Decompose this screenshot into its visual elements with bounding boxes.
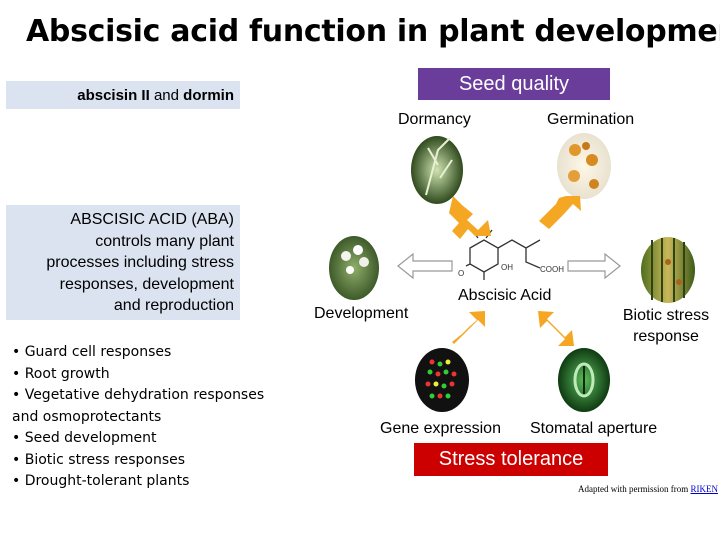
aba-summary-line: responses, development — [59, 275, 234, 293]
gene-expression-image — [415, 348, 469, 412]
development-image — [329, 236, 379, 300]
biotic-stress-label: Biotic stress response — [614, 305, 718, 347]
bullet-item: • Biotic stress responses — [12, 451, 186, 468]
credit-prefix: Adapted with permission from — [578, 484, 691, 494]
seed-quality-box: Seed quality — [418, 68, 610, 100]
bullet-item: • Root growth — [12, 365, 110, 382]
gene-expression-label: Gene expression — [380, 420, 501, 437]
biotic-stress-line: Biotic stress — [622, 307, 710, 324]
page-title: Abscisic acid function in plant developm… — [26, 14, 720, 49]
arrow-to-biotic-stress — [567, 252, 621, 280]
aba-summary-line: processes including stress — [46, 254, 234, 271]
stress-tolerance-box: Stress tolerance — [414, 443, 608, 476]
molecule-label-o: O — [458, 269, 464, 278]
molecule-label-cooh: COOH — [540, 265, 564, 274]
molecule-label-oh: OH — [501, 263, 513, 272]
abscisic-acid-label: Abscisic Acid — [458, 287, 552, 304]
aba-summary-line: controls many plant — [95, 232, 234, 250]
riken-link[interactable]: RIKEN — [690, 484, 718, 494]
synonyms-panel: abscisin II and dormin — [6, 81, 240, 109]
arrow-to-stomatal-aperture — [538, 311, 574, 346]
aba-summary-text: ABSCISIC ACID (ABA) controls many plant … — [10, 209, 234, 317]
bullet-item: • Guard cell responses — [12, 344, 172, 360]
bullet-item: • Vegetative dehydration responses — [12, 387, 265, 403]
abscisic-acid-molecule — [465, 229, 541, 280]
synonyms-text: abscisin II and dormin — [6, 87, 234, 104]
development-label: Development — [314, 305, 409, 322]
stomatal-aperture-label: Stomatal aperture — [530, 420, 658, 437]
biotic-stress-line: response — [633, 328, 699, 345]
dormancy-label: Dormancy — [398, 111, 471, 128]
bullet-item: • Seed development — [12, 430, 157, 446]
arrow-to-germination — [539, 196, 581, 229]
synonym-abscisin: abscisin II — [77, 87, 150, 104]
arrow-to-dormancy — [449, 196, 491, 239]
synonym-dormin: dormin — [183, 87, 234, 104]
bullet-item: • Drought-tolerant plants — [12, 473, 190, 489]
aba-summary-line: and reproduction — [113, 297, 234, 314]
dormancy-image — [411, 136, 463, 204]
germination-image — [557, 133, 611, 199]
bullet-item: and osmoprotectants — [12, 408, 162, 425]
aba-summary-line: ABSCISIC ACID (ABA) — [70, 211, 234, 228]
image-credit: Adapted with permission from RIKEN — [578, 484, 718, 494]
function-bullet-list: • Guard cell responses • Root growth • V… — [12, 342, 264, 493]
arrow-to-gene-expression — [452, 311, 485, 344]
aba-summary-panel: ABSCISIC ACID (ABA) controls many plant … — [6, 205, 240, 320]
synonym-and: and — [149, 87, 184, 104]
biotic-stress-image — [641, 237, 695, 303]
stomatal-aperture-image — [558, 348, 610, 412]
arrow-to-development — [397, 252, 453, 280]
germination-label: Germination — [547, 111, 635, 128]
